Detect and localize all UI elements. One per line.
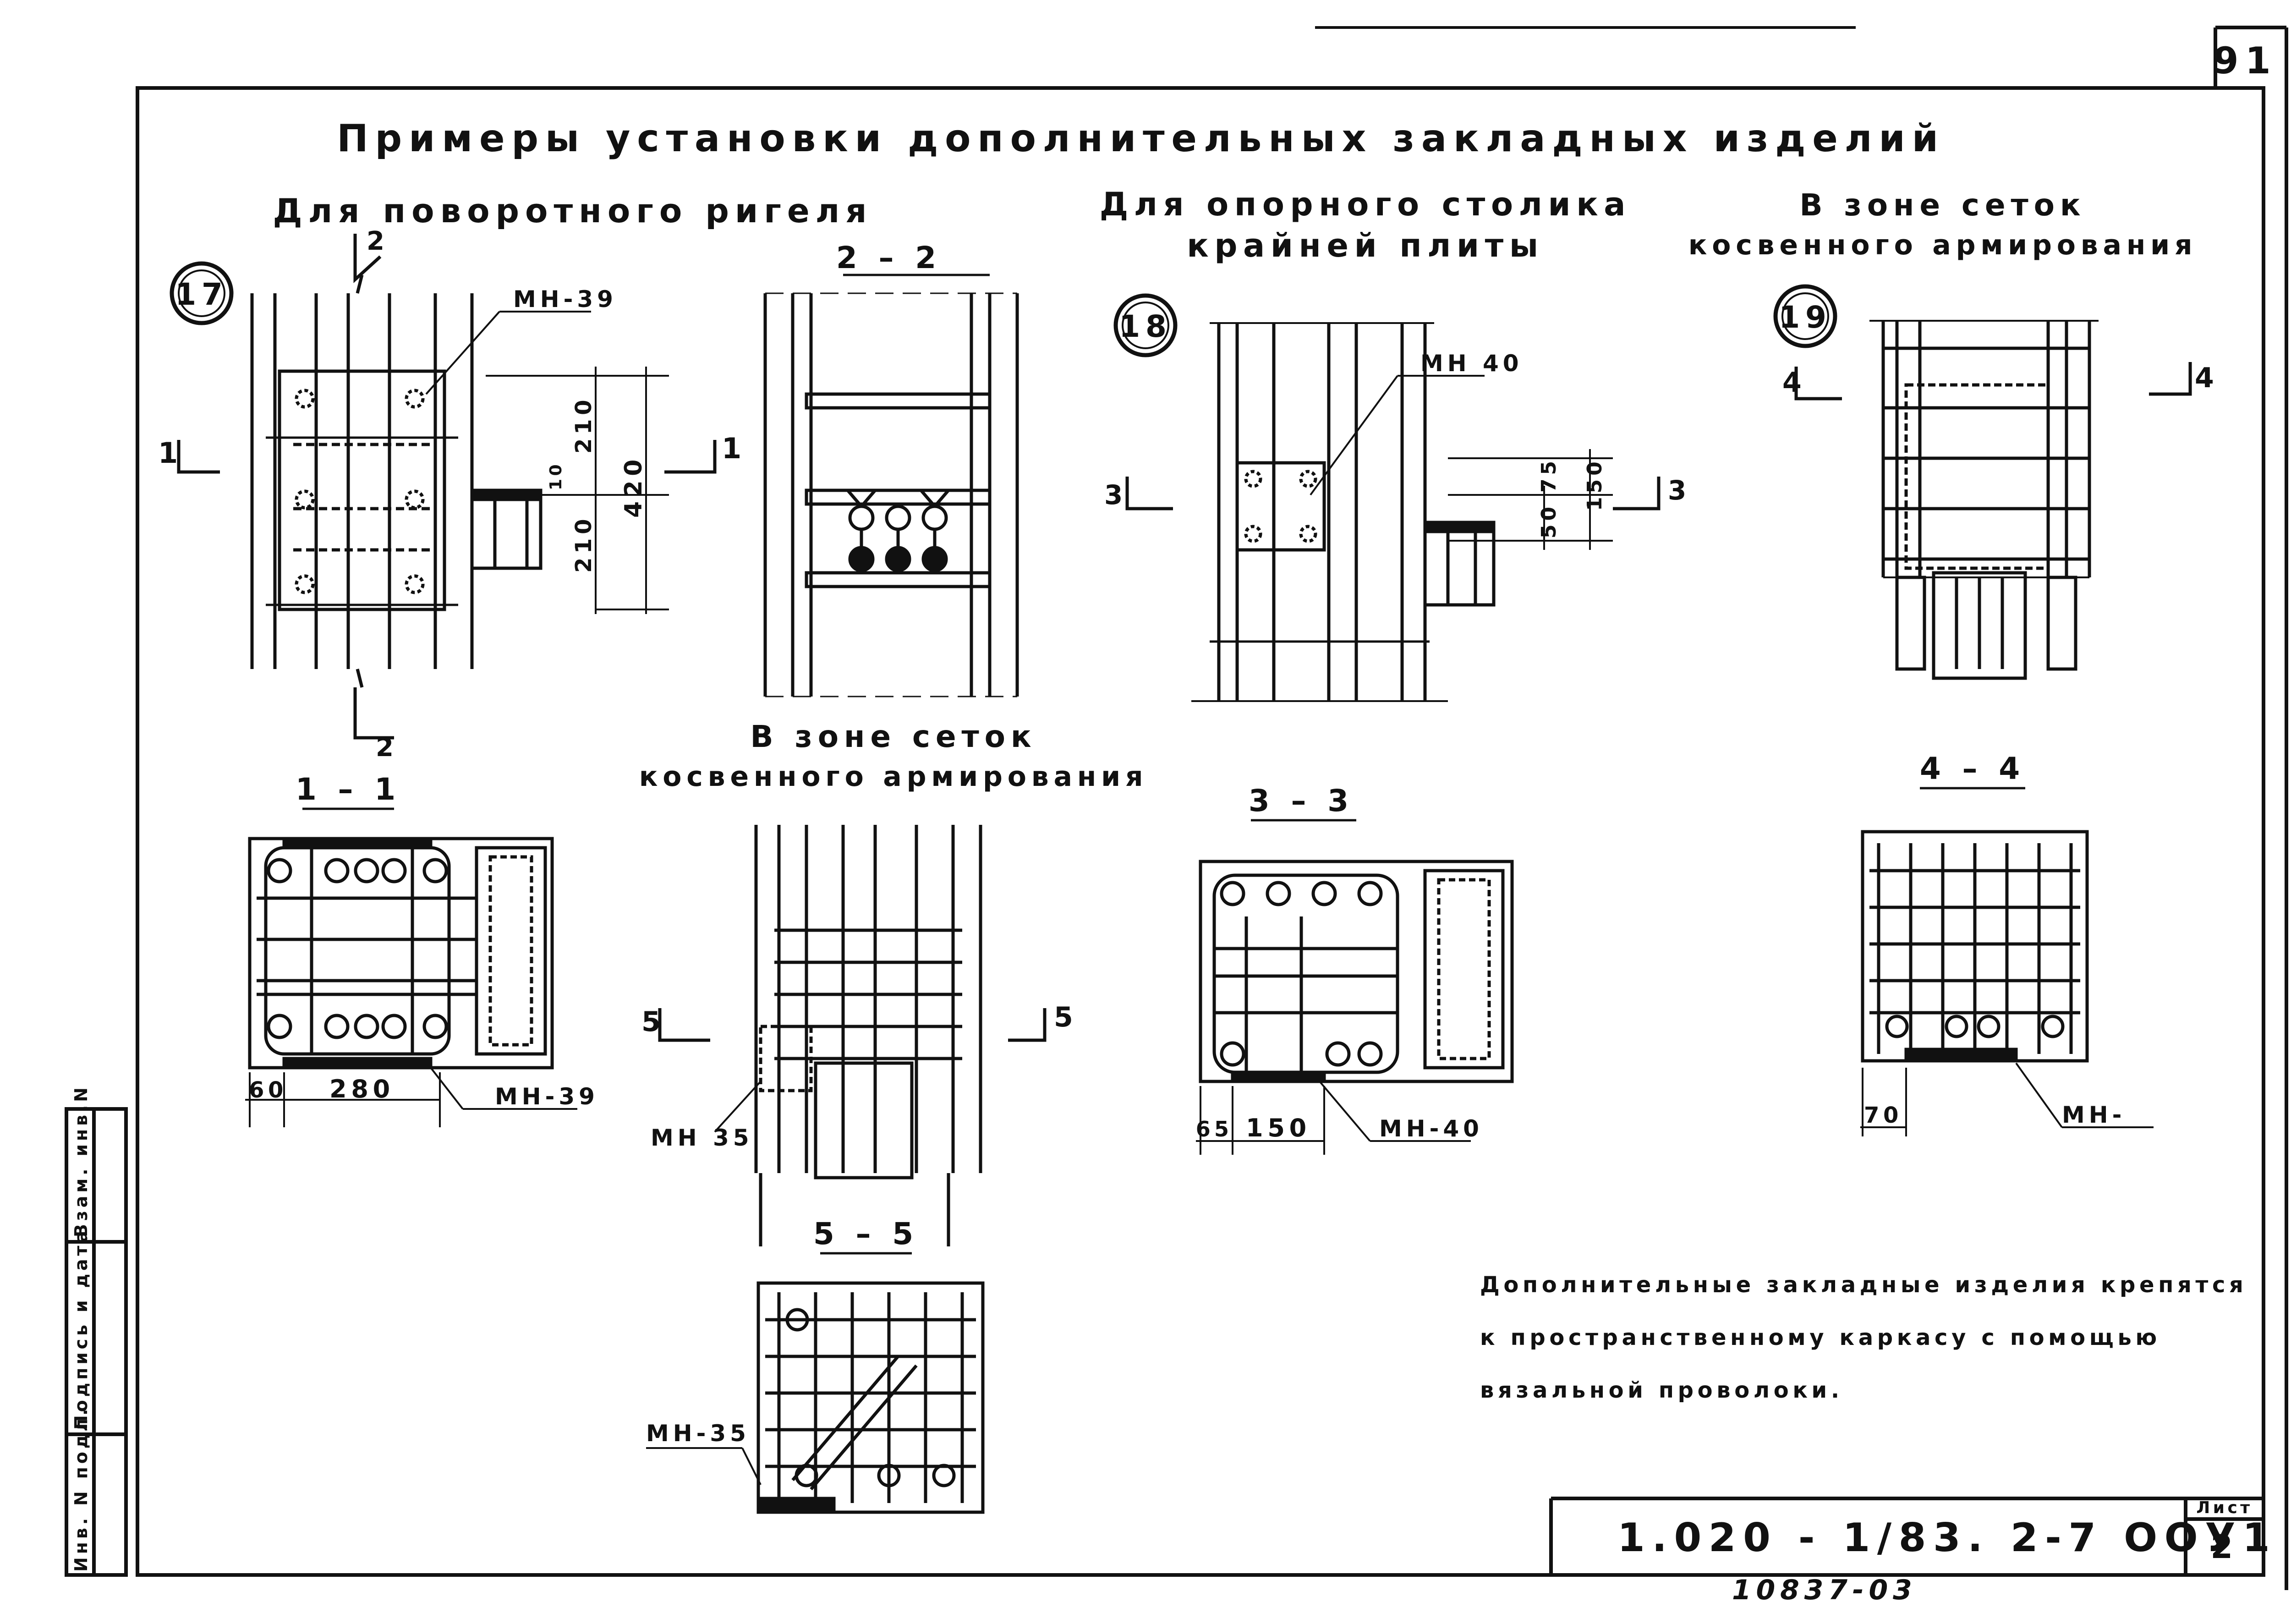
cut-mark-5-left: 5 (641, 1006, 666, 1038)
section-title-stolik-2: крайней плиты (1187, 227, 1544, 264)
section-title-zone-mid-2: косвенного армирования (639, 761, 1148, 793)
cut-mark-3-left: 3 (1104, 479, 1128, 510)
section-1-1-title: 1 – 1 (296, 772, 401, 807)
section-2-2 (763, 274, 1019, 697)
cut-mark-1-right: 1 (722, 432, 746, 465)
section-title-zone-top-2: косвенного армирования (1688, 229, 2198, 261)
part-mn40-bottom: МН-40 (1379, 1115, 1483, 1142)
part-mn39-bottom: МН-39 (495, 1083, 599, 1110)
dim-75: 75 (1537, 457, 1561, 493)
mid-zone-elevation (658, 825, 1047, 1246)
node-18-label: 18 (1119, 309, 1172, 344)
part-mn39-top: МН-39 (513, 286, 617, 313)
section-title-zone-mid-1: В зоне сеток (750, 719, 1036, 754)
part-mn35-bottom: МН-35 (646, 1420, 750, 1447)
side-label-vzam: Взам. инв.N (71, 1084, 91, 1237)
section-title-zone-top-1: В зоне сеток (1799, 187, 2086, 223)
main-title: Примеры установки дополнительных закладн… (337, 117, 1945, 160)
note-line-1: Дополнительные закладные изделия крепятс… (1480, 1272, 2247, 1298)
dim-210-top: 210 (571, 396, 597, 454)
cut-mark-5-right: 5 (1054, 1001, 1078, 1033)
section-5-5-title: 5 – 5 (813, 1216, 919, 1251)
node-17-label: 17 (175, 277, 228, 312)
dim-280: 280 (329, 1075, 395, 1103)
note-line-3: вязальной проволоки. (1480, 1377, 1843, 1403)
stamp-bottom-code: 10837-03 (1732, 1574, 1917, 1606)
dim-210-bottom: 210 (571, 515, 597, 573)
dim-70: 70 (1864, 1103, 1902, 1128)
dim-420: 420 (620, 455, 647, 518)
cut-mark-1-left: 1 (158, 436, 183, 470)
note-line-2: к пространственному каркасу с помощью (1480, 1325, 2161, 1350)
stamp-list-number: 2 (2210, 1528, 2238, 1566)
dim-50: 50 (1537, 503, 1561, 538)
dim-150-bottom: 150 (1246, 1114, 1311, 1142)
stamp-list-label: Лист (2196, 1498, 2253, 1517)
section-4-4-title: 4 – 4 (1920, 751, 2025, 786)
cut-mark-3-right: 3 (1668, 475, 1691, 506)
section-title-stolik-1: Для опорного столика (1100, 186, 1631, 223)
cut-mark-4-right: 4 (2195, 362, 2219, 394)
cut-mark-2-bottom: 2 (376, 733, 398, 763)
section-2-2-title: 2 – 2 (836, 240, 942, 275)
dim-150-top: 150 (1583, 458, 1606, 511)
section-5-5 (646, 1252, 985, 1514)
cut-mark-4-left: 4 (1782, 367, 1807, 399)
dim-60: 60 (249, 1077, 287, 1103)
side-label-signature: Подпись и дата (71, 1228, 91, 1430)
side-label-inv-orig: Инв. N подл. (71, 1406, 91, 1572)
node-19-plan (1773, 284, 2192, 680)
dim-10: 10 (547, 461, 565, 490)
section-1-1 (245, 807, 577, 1127)
section-3-3 (1196, 819, 1514, 1155)
section-3-3-title: 3 – 3 (1249, 783, 1354, 818)
part-mn-blank: МН- (2062, 1102, 2126, 1128)
cut-mark-2-top: 2 (367, 226, 389, 256)
node-19-label: 19 (1779, 300, 1832, 335)
node-17-plan (170, 234, 717, 740)
part-mn35-mid: МН 35 (651, 1125, 753, 1151)
section-4-4 (1860, 787, 2154, 1136)
sheet-number: 91 (2213, 39, 2277, 82)
frame (65, 26, 2288, 1590)
section-title-rigel: Для поворотного ригеля (273, 192, 872, 230)
part-mn40-top: МН 40 (1420, 350, 1523, 377)
node-18-plan (1113, 293, 1661, 702)
dim-65: 65 (1196, 1117, 1233, 1141)
stamp-code: 1.020 - 1/83. 2-7 ООУ1 (1617, 1515, 2277, 1561)
